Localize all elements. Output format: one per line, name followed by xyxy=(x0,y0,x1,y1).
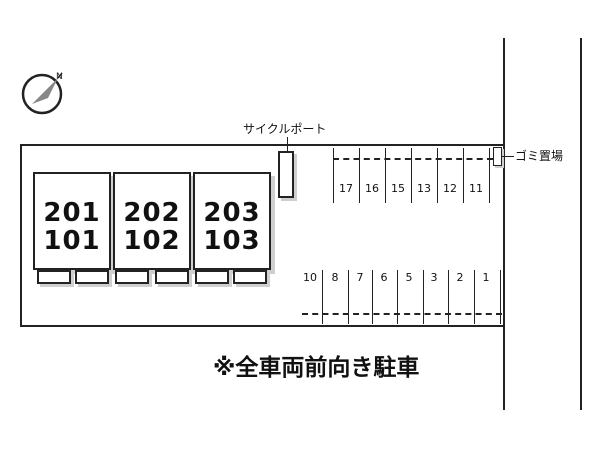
unit-number-upper: 203 xyxy=(203,198,261,228)
bottom-stall-divider xyxy=(397,270,398,324)
parking-note: ※全車両前向き駐車 xyxy=(213,355,420,381)
bottom-stall-divider xyxy=(322,270,323,324)
building-unit-2: 202 102 xyxy=(113,172,191,270)
entry-pad xyxy=(233,270,267,284)
top-stall-divider xyxy=(411,148,412,203)
top-stall-divider xyxy=(333,148,334,203)
bottom-stall-number: 7 xyxy=(356,271,364,284)
bottom-stall-divider xyxy=(372,270,373,324)
unit-number-lower: 102 xyxy=(123,226,181,256)
bottom-stall-number: 1 xyxy=(482,271,490,284)
bottom-stall-divider xyxy=(348,270,349,324)
top-stall-number: 16 xyxy=(365,182,379,195)
top-stall-dashed-line xyxy=(333,158,493,160)
bottom-stall-divider xyxy=(500,270,501,324)
road-edge-right xyxy=(580,38,582,410)
bottom-stall-number: 3 xyxy=(430,271,438,284)
bottom-stall-number: 2 xyxy=(456,271,464,284)
cycle-port-leader xyxy=(287,137,288,151)
garbage-area xyxy=(493,147,502,166)
bottom-stall-number: 10 xyxy=(303,271,317,284)
bottom-stall-divider xyxy=(448,270,449,324)
unit-number-upper: 202 xyxy=(123,198,181,228)
top-stall-number: 12 xyxy=(443,182,457,195)
building-unit-1: 201 101 xyxy=(33,172,111,270)
svg-text:N: N xyxy=(56,72,63,82)
road-edge-left xyxy=(503,38,505,410)
entry-pad xyxy=(37,270,71,284)
entry-pad xyxy=(75,270,109,284)
entry-pad xyxy=(115,270,149,284)
garbage-label: ゴミ置場 xyxy=(515,149,564,163)
unit-number-lower: 103 xyxy=(203,226,261,256)
top-stall-divider xyxy=(437,148,438,203)
top-stall-number: 17 xyxy=(339,182,353,195)
building-unit-3: 203 103 xyxy=(193,172,271,270)
top-stall-divider xyxy=(489,148,490,203)
bottom-stall-number: 5 xyxy=(405,271,413,284)
cycle-port-label: サイクルポート xyxy=(243,122,327,136)
north-arrow-icon: N xyxy=(18,68,70,120)
unit-number-upper: 201 xyxy=(43,198,101,228)
bottom-stall-number: 6 xyxy=(380,271,388,284)
entry-pad xyxy=(195,270,229,284)
entry-pad xyxy=(155,270,189,284)
bottom-stall-dashed-line xyxy=(302,313,502,315)
bottom-stall-divider xyxy=(423,270,424,324)
top-stall-number: 13 xyxy=(417,182,431,195)
top-stall-number: 11 xyxy=(469,182,483,195)
lot-top-edge xyxy=(20,144,503,146)
top-stall-divider xyxy=(385,148,386,203)
garbage-leader xyxy=(502,156,514,157)
cycle-port xyxy=(278,151,294,198)
top-stall-divider xyxy=(359,148,360,203)
unit-number-lower: 101 xyxy=(43,226,101,256)
top-stall-divider xyxy=(463,148,464,203)
top-stall-number: 15 xyxy=(391,182,405,195)
bottom-stall-number: 8 xyxy=(331,271,339,284)
bottom-stall-divider xyxy=(474,270,475,324)
